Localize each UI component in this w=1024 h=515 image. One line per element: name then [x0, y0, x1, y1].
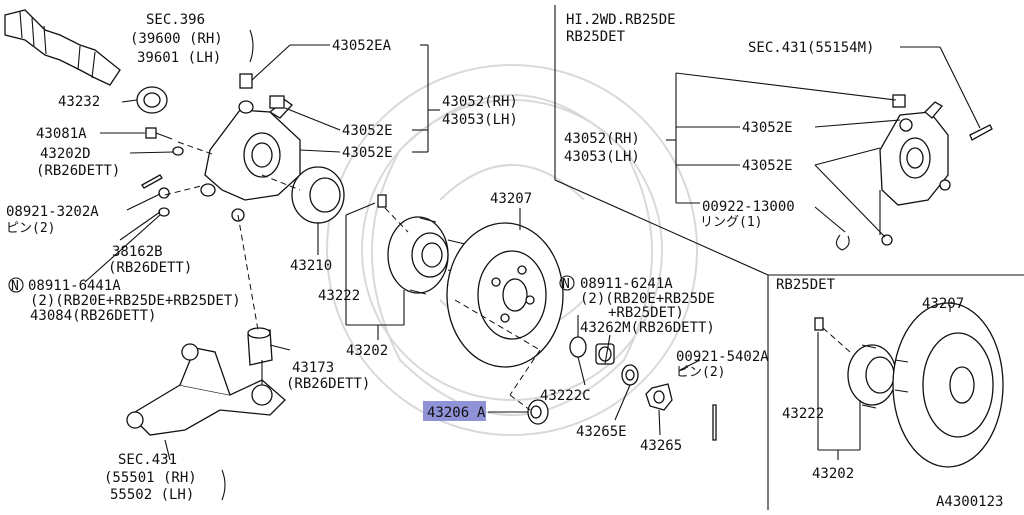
label-43222c: 43222C — [540, 388, 591, 404]
nut-38162b-part — [158, 187, 170, 217]
label-circle-n-left: N — [11, 279, 19, 294]
label-sec431: SEC.431 — [118, 452, 177, 468]
label-rb26-b: (RB26DETT) — [108, 260, 192, 276]
label-39600: (39600 (RH) — [130, 31, 223, 47]
label-43052e-2: 43052E — [342, 145, 393, 161]
label-00921: 00921-5402A — [676, 349, 769, 365]
label-43262m: 43262M(RB26DETT) — [580, 320, 715, 336]
label-55501: (55501 (RH) — [104, 470, 197, 486]
label-pin2: ピン(2) — [6, 221, 55, 236]
label-43202: 43202 — [346, 343, 388, 359]
label-ring1: リング(1) — [700, 215, 762, 230]
label-38162b: 38162B — [112, 244, 163, 260]
label-box-43222: 43222 — [782, 406, 824, 422]
hub-43202-part — [377, 194, 466, 295]
label-43052e-1: 43052E — [342, 123, 393, 139]
label-note-2-left: (2)(RB20E+RB25DE+RB25DET) — [30, 293, 241, 309]
label-ref-code: A4300123 — [936, 494, 1003, 510]
label-43206a-suffix: A — [477, 405, 486, 421]
knuckle-part — [200, 73, 301, 222]
label-circle-n-right: N — [562, 277, 570, 292]
label-43207: 43207 — [490, 191, 532, 207]
panel-borders — [554, 5, 1024, 510]
label-note-2-right-2: +RB25DET) — [608, 305, 684, 321]
label-43265: 43265 — [640, 438, 682, 454]
bracket-sec396 — [249, 29, 254, 63]
dust-cover-43210-part — [291, 166, 345, 224]
circle-n-right — [559, 275, 575, 291]
label-rb25det-top: RB25DET — [566, 29, 626, 45]
label-43081a: 43081A — [36, 126, 87, 142]
label-sec431-55154: SEC.431(55154M) — [748, 40, 874, 56]
bumper-43173-part — [247, 327, 273, 366]
label-rb25det-box: RB25DET — [776, 277, 836, 293]
label-43173: 43173 — [292, 360, 334, 376]
highlight-43206a[interactable] — [423, 401, 486, 421]
label-43206a-code: 43206 — [427, 405, 469, 421]
bearing-nut-set-part — [569, 336, 717, 441]
box-hub-disc-part — [814, 302, 1004, 468]
label-55502: 55502 (LH) — [110, 487, 194, 503]
leader-lines-box — [817, 305, 951, 460]
washer-43202d-part — [172, 146, 184, 156]
label-box-43202: 43202 — [812, 466, 854, 482]
bolt-43081a-part — [145, 127, 173, 140]
label-39601: 39601 (LH) — [137, 50, 221, 66]
leader-lines-main — [84, 44, 701, 461]
label-43084: 43084(RB26DETT) — [30, 308, 156, 324]
label-note-2-right-1: (2)(RB20E+RB25DE — [580, 291, 715, 307]
inset-knuckle-part — [835, 94, 993, 251]
seal-43232-part — [136, 86, 168, 114]
label-43202d: 43202D — [40, 146, 91, 162]
label-rb26-c: (RB26DETT) — [286, 376, 370, 392]
labels-box: RB25DET 43207 43222 43202 A4300123 — [776, 277, 1003, 510]
drive-shaft-part — [4, 9, 121, 86]
label-inset-43052rh: 43052(RH) — [564, 131, 640, 147]
label-43210: 43210 — [290, 258, 332, 274]
label-inset-43053lh: 43053(LH) — [564, 149, 640, 165]
brake-disc-43207-part — [446, 222, 564, 368]
lower-arm-part — [126, 343, 286, 436]
label-43265e: 43265E — [576, 424, 627, 440]
label-hi2wd: HI.2WD.RB25DE — [566, 12, 676, 28]
label-inset-43052e-1: 43052E — [742, 120, 793, 136]
assembly-dash-lines — [164, 141, 541, 411]
leader-lines-inset — [666, 46, 981, 238]
labels-inset: HI.2WD.RB25DE RB25DET SEC.431(55154M) 43… — [564, 12, 874, 230]
label-rb26-a: (RB26DETT) — [36, 163, 120, 179]
label-08911-6241a: 08911-6241A — [580, 276, 673, 292]
label-00922: 00922-13000 — [702, 199, 795, 215]
label-43053lh: 43053(LH) — [442, 112, 518, 128]
label-sec396: SEC.396 — [146, 12, 205, 28]
label-pin2-right: ピン(2) — [676, 365, 725, 380]
circle-n-left — [8, 277, 24, 293]
label-08911-6441a: 08911-6441A — [28, 278, 121, 294]
labels-main: SEC.396 (39600 (RH) 39601 (LH) 43232 430… — [6, 12, 769, 503]
label-08921: 08921-3202A — [6, 204, 99, 220]
bracket-sec431 — [221, 469, 226, 501]
label-43052ea: 43052EA — [332, 38, 392, 54]
pin-08921-part — [141, 174, 163, 189]
label-43052rh: 43052(RH) — [442, 94, 518, 110]
label-43222: 43222 — [318, 288, 360, 304]
label-43232: 43232 — [58, 94, 100, 110]
label-inset-43052e-2: 43052E — [742, 158, 793, 174]
label-box-43207: 43207 — [922, 296, 964, 312]
